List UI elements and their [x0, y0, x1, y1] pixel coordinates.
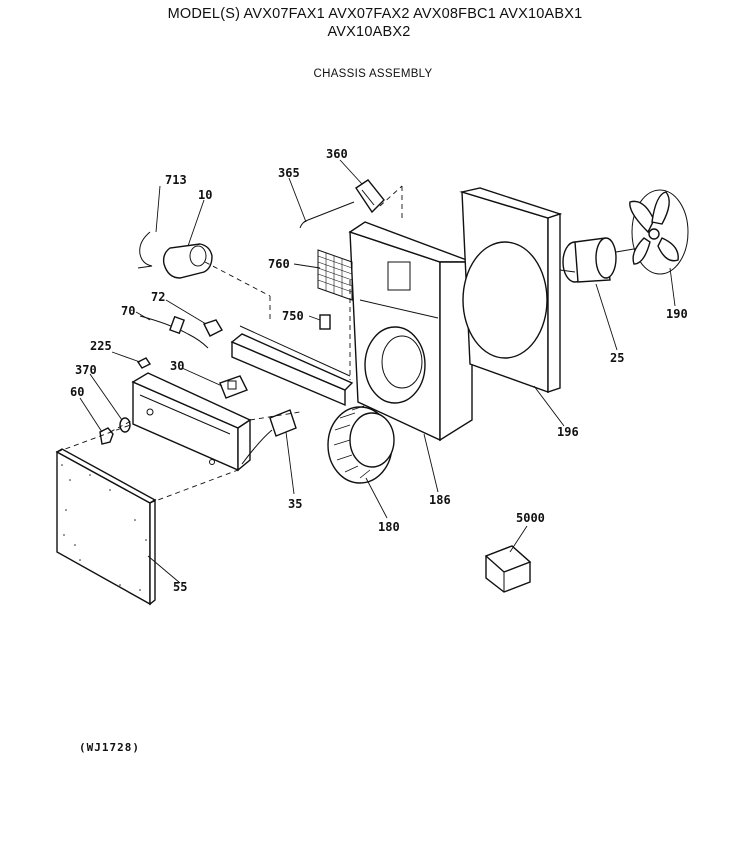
callout-196: 196 — [557, 425, 579, 439]
callout-180: 180 — [378, 520, 400, 534]
callout-30: 30 — [170, 359, 184, 373]
callout-55: 55 — [173, 580, 187, 594]
alignment-lines — [56, 185, 403, 504]
callout-190: 190 — [666, 307, 688, 321]
part-225-clip — [136, 357, 152, 369]
callout-25: 25 — [610, 351, 624, 365]
part-180-blower-wheel — [327, 405, 395, 484]
callout-760: 760 — [268, 257, 290, 271]
part-72-strain-relief — [203, 319, 223, 337]
part-55-front-panel — [55, 448, 157, 606]
part-196-shroud — [459, 187, 563, 393]
part-60-knob — [99, 427, 114, 445]
part-25-motor — [559, 237, 641, 283]
callout-360: 360 — [326, 147, 348, 161]
callout-370: 370 — [75, 363, 97, 377]
part-370-washer — [119, 417, 131, 433]
part-750-relay — [319, 314, 331, 330]
part-365-rod — [299, 201, 355, 229]
callout-70: 70 — [121, 304, 135, 318]
part-190-fan-blade — [629, 189, 689, 275]
part-70-power-cord — [139, 315, 209, 349]
models-line: MODEL(S) AVX07FAX1 AVX07FAX2 AVX08FBC1 A… — [167, 6, 583, 22]
callout-365: 365 — [278, 166, 300, 180]
part-760-grille — [317, 249, 353, 301]
callout-10: 10 — [198, 188, 212, 202]
callout-60: 60 — [70, 385, 84, 399]
callout-750: 750 — [282, 309, 304, 323]
callout-35: 35 — [288, 497, 302, 511]
part-35-thermostat — [241, 409, 297, 465]
part-10-capacitor — [162, 243, 213, 279]
callout-186: 186 — [429, 493, 451, 507]
part-30-switch — [219, 375, 248, 399]
callout-72: 72 — [151, 290, 165, 304]
leader-lines — [79, 159, 676, 584]
part-186-housing — [348, 221, 473, 442]
diagram-subtitle: CHASSIS ASSEMBLY — [313, 68, 433, 80]
part-713-strap — [137, 231, 153, 269]
mounting-bracket — [230, 325, 354, 407]
part-360-bracket — [355, 179, 385, 214]
callout-225: 225 — [90, 339, 112, 353]
drawing-code: (WJ1728) — [79, 741, 140, 754]
callout-713: 713 — [165, 173, 187, 187]
part-5000-overload — [484, 545, 532, 593]
models-line-continued: AVX10ABX2 — [327, 24, 411, 40]
callout-5000: 5000 — [516, 511, 545, 525]
callouts: 713 10 365 360 760 750 72 70 225 30 370 … — [70, 147, 688, 594]
